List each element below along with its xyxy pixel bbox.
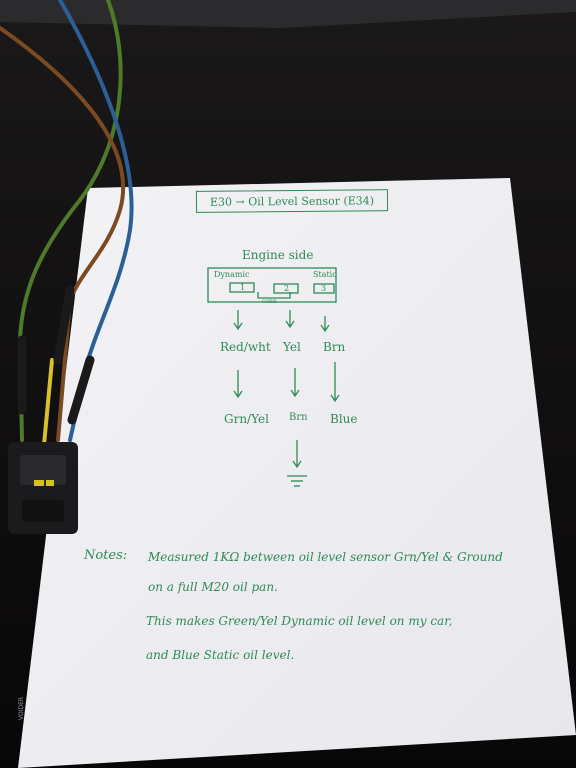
wire-blue bbox=[58, 0, 134, 442]
conn-label: conn bbox=[262, 298, 277, 305]
sheet-title: E30 → Oil Level Sensor (E34) bbox=[195, 189, 389, 213]
heat-shrink bbox=[17, 285, 95, 425]
wire-connector bbox=[8, 442, 78, 534]
ground-symbol bbox=[287, 475, 307, 487]
bottom-wire-brn: Brn bbox=[289, 412, 308, 423]
notes-label: Notes: bbox=[84, 548, 128, 563]
monitor-edge bbox=[0, 0, 576, 28]
pin-1-label: 1 bbox=[240, 283, 246, 292]
top-wire-yel: Yel bbox=[283, 340, 301, 354]
connector-diagram bbox=[207, 267, 337, 303]
note-line-4: and Blue Static oil level. bbox=[146, 648, 295, 662]
wire-yellow bbox=[42, 358, 54, 447]
wire-green bbox=[17, 0, 123, 442]
engine-side-label: Engine side bbox=[242, 248, 314, 262]
note-line-3: This makes Green/Yel Dynamic oil level o… bbox=[146, 614, 453, 628]
note-line-1: Measured 1KΩ between oil level sensor Gr… bbox=[148, 550, 503, 564]
top-wire-brn: Brn bbox=[323, 340, 346, 354]
paper-sheet bbox=[18, 178, 576, 768]
arrows bbox=[233, 310, 340, 469]
top-wire-red-wht: Red/wht bbox=[220, 340, 271, 354]
wire-harness bbox=[0, 0, 134, 447]
bottom-wire-blue: Blue bbox=[330, 412, 358, 426]
dynamic-label: Dynamic bbox=[214, 270, 250, 279]
note-line-2: on a full M20 oil pan. bbox=[148, 580, 278, 594]
static-label: Static bbox=[313, 270, 337, 279]
wire-brown bbox=[0, 26, 126, 442]
bottom-wire-grn-yel: Grn/Yel bbox=[224, 412, 269, 426]
margin-print-text: VOIDER bbox=[18, 696, 26, 721]
pin-3-label: 3 bbox=[321, 284, 327, 293]
pin-2-label: 2 bbox=[284, 284, 290, 293]
